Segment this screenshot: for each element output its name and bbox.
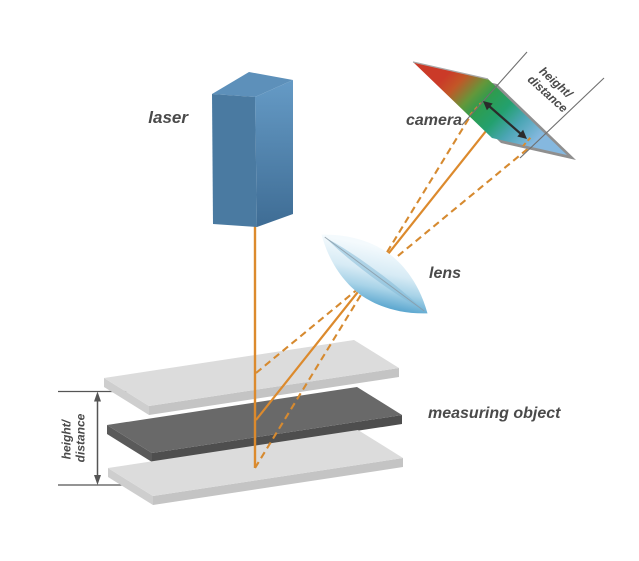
plate-top-front-rim (149, 368, 399, 415)
sensor-guide-line-lower (519, 77, 605, 159)
height-dimension-arrowhead-top (94, 391, 101, 402)
sensor-range-arrow-line (488, 105, 522, 135)
plate-top-face (104, 340, 399, 406)
height-scale-label-line1: height/ (60, 418, 74, 459)
height-dimension-annotation: height/ distance (58, 390, 132, 486)
sensor-range-arrowhead-lower (517, 129, 527, 139)
camera-sensor-top-edge (412, 61, 489, 80)
sensor-spot-dash-upper (469, 102, 482, 116)
measuring-object-label: measuring object (428, 405, 561, 422)
plate-bottom-front-rim (153, 458, 403, 505)
laser-box-top-face (212, 72, 293, 97)
plate-middle-front-rim (152, 415, 402, 462)
sensor-range-arrow (483, 101, 527, 139)
sensor-spot-dash-lower (522, 136, 532, 147)
plate-bottom-left-end (108, 468, 153, 505)
plate-middle-left-end (107, 425, 152, 462)
camera-scale-label: height/ distance (525, 62, 580, 116)
lens-axis-line (324, 236, 425, 312)
lens-label: lens (429, 265, 461, 282)
height-scale-label: height/ distance (60, 413, 88, 462)
camera-sensor-face (413, 62, 567, 155)
sensor-range-arrowhead-upper (483, 101, 493, 111)
plate-top-left-end (104, 378, 149, 415)
camera-label: camera (406, 112, 462, 129)
camera-sensor: height/ distance (412, 51, 605, 160)
lens (321, 234, 428, 314)
plate-top (104, 340, 399, 415)
laser-box-side-face (255, 80, 293, 227)
height-dimension-arrowhead-bottom (94, 475, 101, 485)
measuring-object-plates (104, 340, 403, 505)
laser-box (212, 72, 293, 227)
laser-label: laser (148, 108, 189, 127)
laser-box-front-face (212, 94, 257, 227)
sensor-guide-line-upper (461, 51, 528, 126)
height-scale-label-line2: distance (74, 413, 88, 462)
reflected-beam-dashed-top (255, 141, 537, 374)
